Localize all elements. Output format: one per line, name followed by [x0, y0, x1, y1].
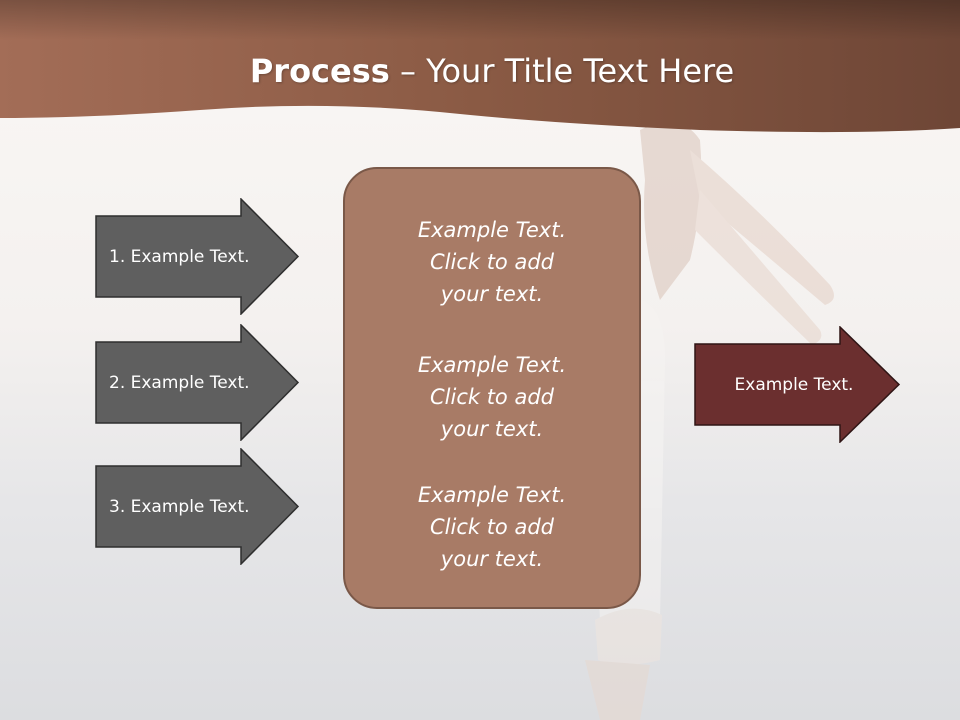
process-text-line: Example Text.	[417, 218, 567, 242]
title-rest: – Your Title Text Here	[389, 52, 735, 90]
process-text-line: your text.	[440, 417, 544, 441]
process-text-line: Click to add	[429, 385, 554, 409]
input-arrow-1-shape	[95, 197, 300, 316]
process-text-line: Click to add	[429, 250, 554, 274]
input-arrow-2-label: 2. Example Text.	[109, 372, 250, 393]
input-arrow-1-label: 1. Example Text.	[109, 246, 250, 267]
process-text-line: your text.	[440, 282, 544, 306]
background-figure	[585, 122, 834, 720]
title-bold: Process	[249, 52, 390, 90]
output-arrow-label: Example Text.	[734, 374, 854, 395]
process-text-block-3: Example Text. Click to add your text.	[345, 479, 639, 575]
process-text-line: Click to add	[429, 515, 554, 539]
input-arrow-2-shape	[95, 323, 300, 442]
input-arrow-3: 3. Example Text.	[95, 447, 300, 566]
process-text-block-1: Example Text. Click to add your text.	[345, 214, 639, 310]
input-arrow-1: 1. Example Text.	[95, 197, 300, 316]
output-arrow: Example Text.	[694, 325, 901, 444]
input-arrow-3-shape	[95, 447, 300, 566]
input-arrow-3-label: 3. Example Text.	[109, 496, 250, 517]
input-arrow-2: 2. Example Text.	[95, 323, 300, 442]
process-text-line: Example Text.	[417, 483, 567, 507]
process-box: Example Text. Click to add your text. Ex…	[343, 167, 641, 609]
page-title: Process – Your Title Text Here	[0, 52, 960, 90]
process-text-line: Example Text.	[417, 353, 567, 377]
output-arrow-shape	[694, 325, 901, 444]
process-text-line: your text.	[440, 547, 544, 571]
process-text-block-2: Example Text. Click to add your text.	[345, 349, 639, 445]
